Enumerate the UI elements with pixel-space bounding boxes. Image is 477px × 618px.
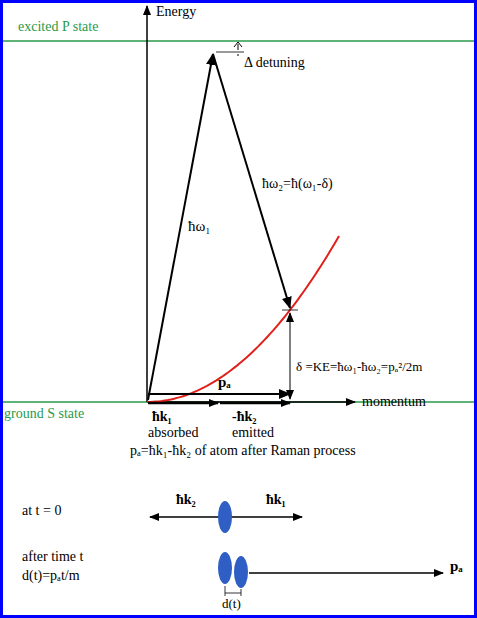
note: absorbed: [148, 425, 199, 441]
detuning-label: Δ detuning: [244, 55, 305, 71]
detuning-head: [234, 42, 242, 47]
atom-cloud: [234, 556, 248, 588]
time-label: after time t: [22, 549, 83, 565]
level-label: excited P state: [18, 19, 98, 35]
atom-motion-arrow: [249, 572, 443, 574]
axis-label: momentum: [362, 394, 426, 410]
equation-label: pₐ=ħk₁-ħk₂ of atom after Raman process: [130, 443, 356, 459]
energy-axis: [146, 6, 148, 402]
momentum-label: pₐ: [450, 558, 463, 575]
level-label: ground S state: [4, 406, 84, 422]
axis-label: Energy: [156, 4, 196, 20]
dim-tick: [225, 586, 226, 596]
dim-line: [225, 593, 241, 594]
dispersion-curve: [147, 236, 339, 402]
time-label: at t = 0: [22, 503, 61, 519]
excited-level: [3, 40, 474, 42]
equation-label: d(t)=pₐt/m: [22, 568, 80, 584]
detuning-mark: [238, 44, 239, 50]
momentum-label: -ħk₂: [232, 409, 256, 425]
note: emitted: [232, 425, 274, 441]
ke-tick: [282, 310, 298, 311]
atom-cloud: [218, 552, 232, 584]
atom-cloud: [218, 501, 232, 533]
photon-label: ħω₁: [188, 218, 211, 235]
dimension-label: d(t): [222, 597, 241, 612]
k1-arrow: [148, 402, 218, 405]
k1-recoil-arrow: [230, 516, 302, 518]
k2-recoil-arrow: [150, 516, 220, 518]
dim-tick: [241, 589, 242, 596]
momentum-label: ħk₁: [266, 492, 286, 508]
energy-label: δ =KE=ħω₁-ħω₂=pₐ²/2m: [296, 360, 422, 375]
momentum-axis: [147, 401, 355, 403]
kinetic-energy-arrow: [290, 313, 291, 399]
momentum-label: pₐ: [218, 374, 231, 391]
detuning-mark: [238, 54, 239, 56]
absorbed-photon: [148, 54, 213, 400]
detuning-tick: [216, 52, 244, 53]
atom-momentum-arrow: [148, 393, 290, 395]
momentum-label: ħk₂: [176, 492, 196, 508]
k2-arrow: [220, 402, 290, 405]
momentum-label: ħk₁: [152, 409, 172, 425]
photon-label: ħω₂=ħ(ω₁-δ): [262, 176, 333, 192]
